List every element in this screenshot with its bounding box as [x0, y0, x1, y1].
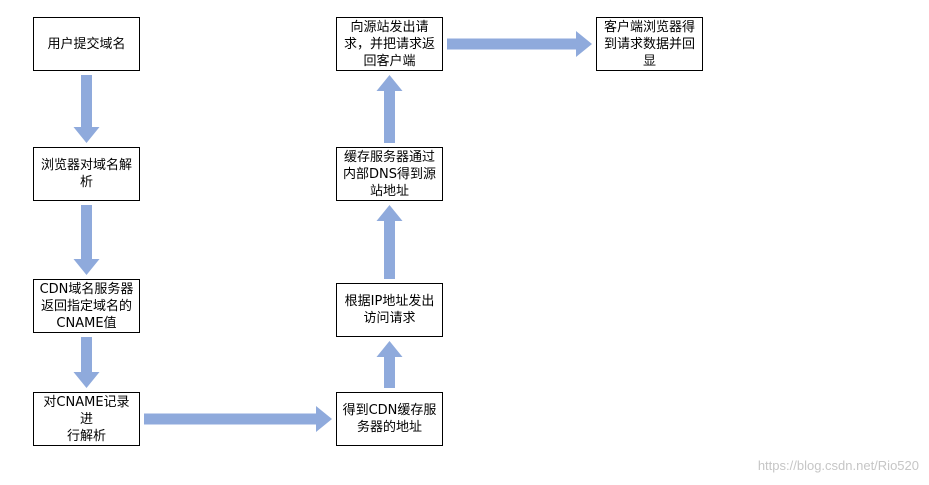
node-cdn-dns-return-cname: CDN域名服务器 返回指定域名的 CNAME值	[33, 279, 140, 333]
node-browser-resolve-domain: 浏览器对域名解 析	[33, 147, 140, 201]
arrow-n2-to-n3	[73, 205, 100, 275]
arrow-n1-to-n2	[73, 75, 100, 143]
arrow-n8-to-n9	[447, 31, 592, 57]
arrow-n6-to-n7	[376, 205, 403, 279]
node-resolve-cname-record: 对CNAME记录进 行解析	[33, 392, 140, 446]
node-cache-server-internal-dns: 缓存服务器通过 内部DNS得到源 站地址	[336, 147, 443, 201]
node-request-origin-return-client: 向源站发出请 求，并把请求返 回客户端	[336, 17, 443, 71]
arrow-n5-to-n6	[376, 341, 403, 388]
arrow-n4-to-n5	[144, 406, 332, 432]
node-send-request-by-ip: 根据IP地址发出 访问请求	[336, 283, 443, 337]
watermark: https://blog.csdn.net/Rio520	[757, 458, 919, 473]
arrow-n3-to-n4	[73, 337, 100, 388]
node-user-submit-domain: 用户提交域名	[33, 17, 140, 71]
node-client-browser-display: 客户端浏览器得 到请求数据并回 显	[596, 17, 703, 71]
arrow-n7-to-n8	[376, 75, 403, 143]
node-get-cdn-cache-server-address: 得到CDN缓存服 务器的地址	[336, 392, 443, 446]
